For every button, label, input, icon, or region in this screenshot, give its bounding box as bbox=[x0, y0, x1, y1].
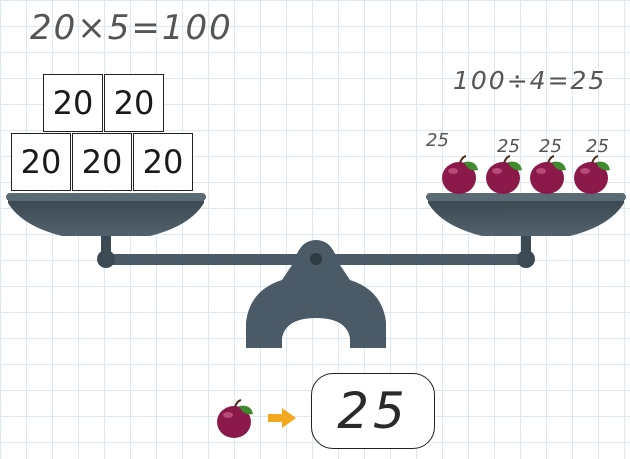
beam-pivot bbox=[310, 253, 322, 265]
weight-block[interactable]: 20 bbox=[43, 74, 103, 132]
left-pan bbox=[8, 196, 204, 236]
plum-icon[interactable] bbox=[484, 154, 524, 196]
weight-block[interactable]: 20 bbox=[104, 74, 164, 132]
plum-icon[interactable] bbox=[572, 154, 612, 196]
plum-icon bbox=[215, 398, 255, 440]
plum-icon[interactable] bbox=[528, 154, 568, 196]
weight-block[interactable]: 20 bbox=[133, 133, 193, 191]
plum-label: 25 bbox=[426, 130, 449, 151]
answer-value: 25 bbox=[337, 382, 409, 440]
weight-block[interactable]: 20 bbox=[11, 133, 71, 191]
weight-block[interactable]: 20 bbox=[72, 133, 132, 191]
answer-box[interactable]: 25 bbox=[311, 373, 435, 449]
plum-icon[interactable] bbox=[440, 154, 480, 196]
arrow-right-icon bbox=[266, 406, 298, 430]
right-pan bbox=[428, 196, 624, 236]
right-equation: 100÷4=25 bbox=[453, 66, 606, 95]
left-pan-rim bbox=[6, 193, 206, 201]
left-equation: 20×5=100 bbox=[30, 8, 233, 48]
